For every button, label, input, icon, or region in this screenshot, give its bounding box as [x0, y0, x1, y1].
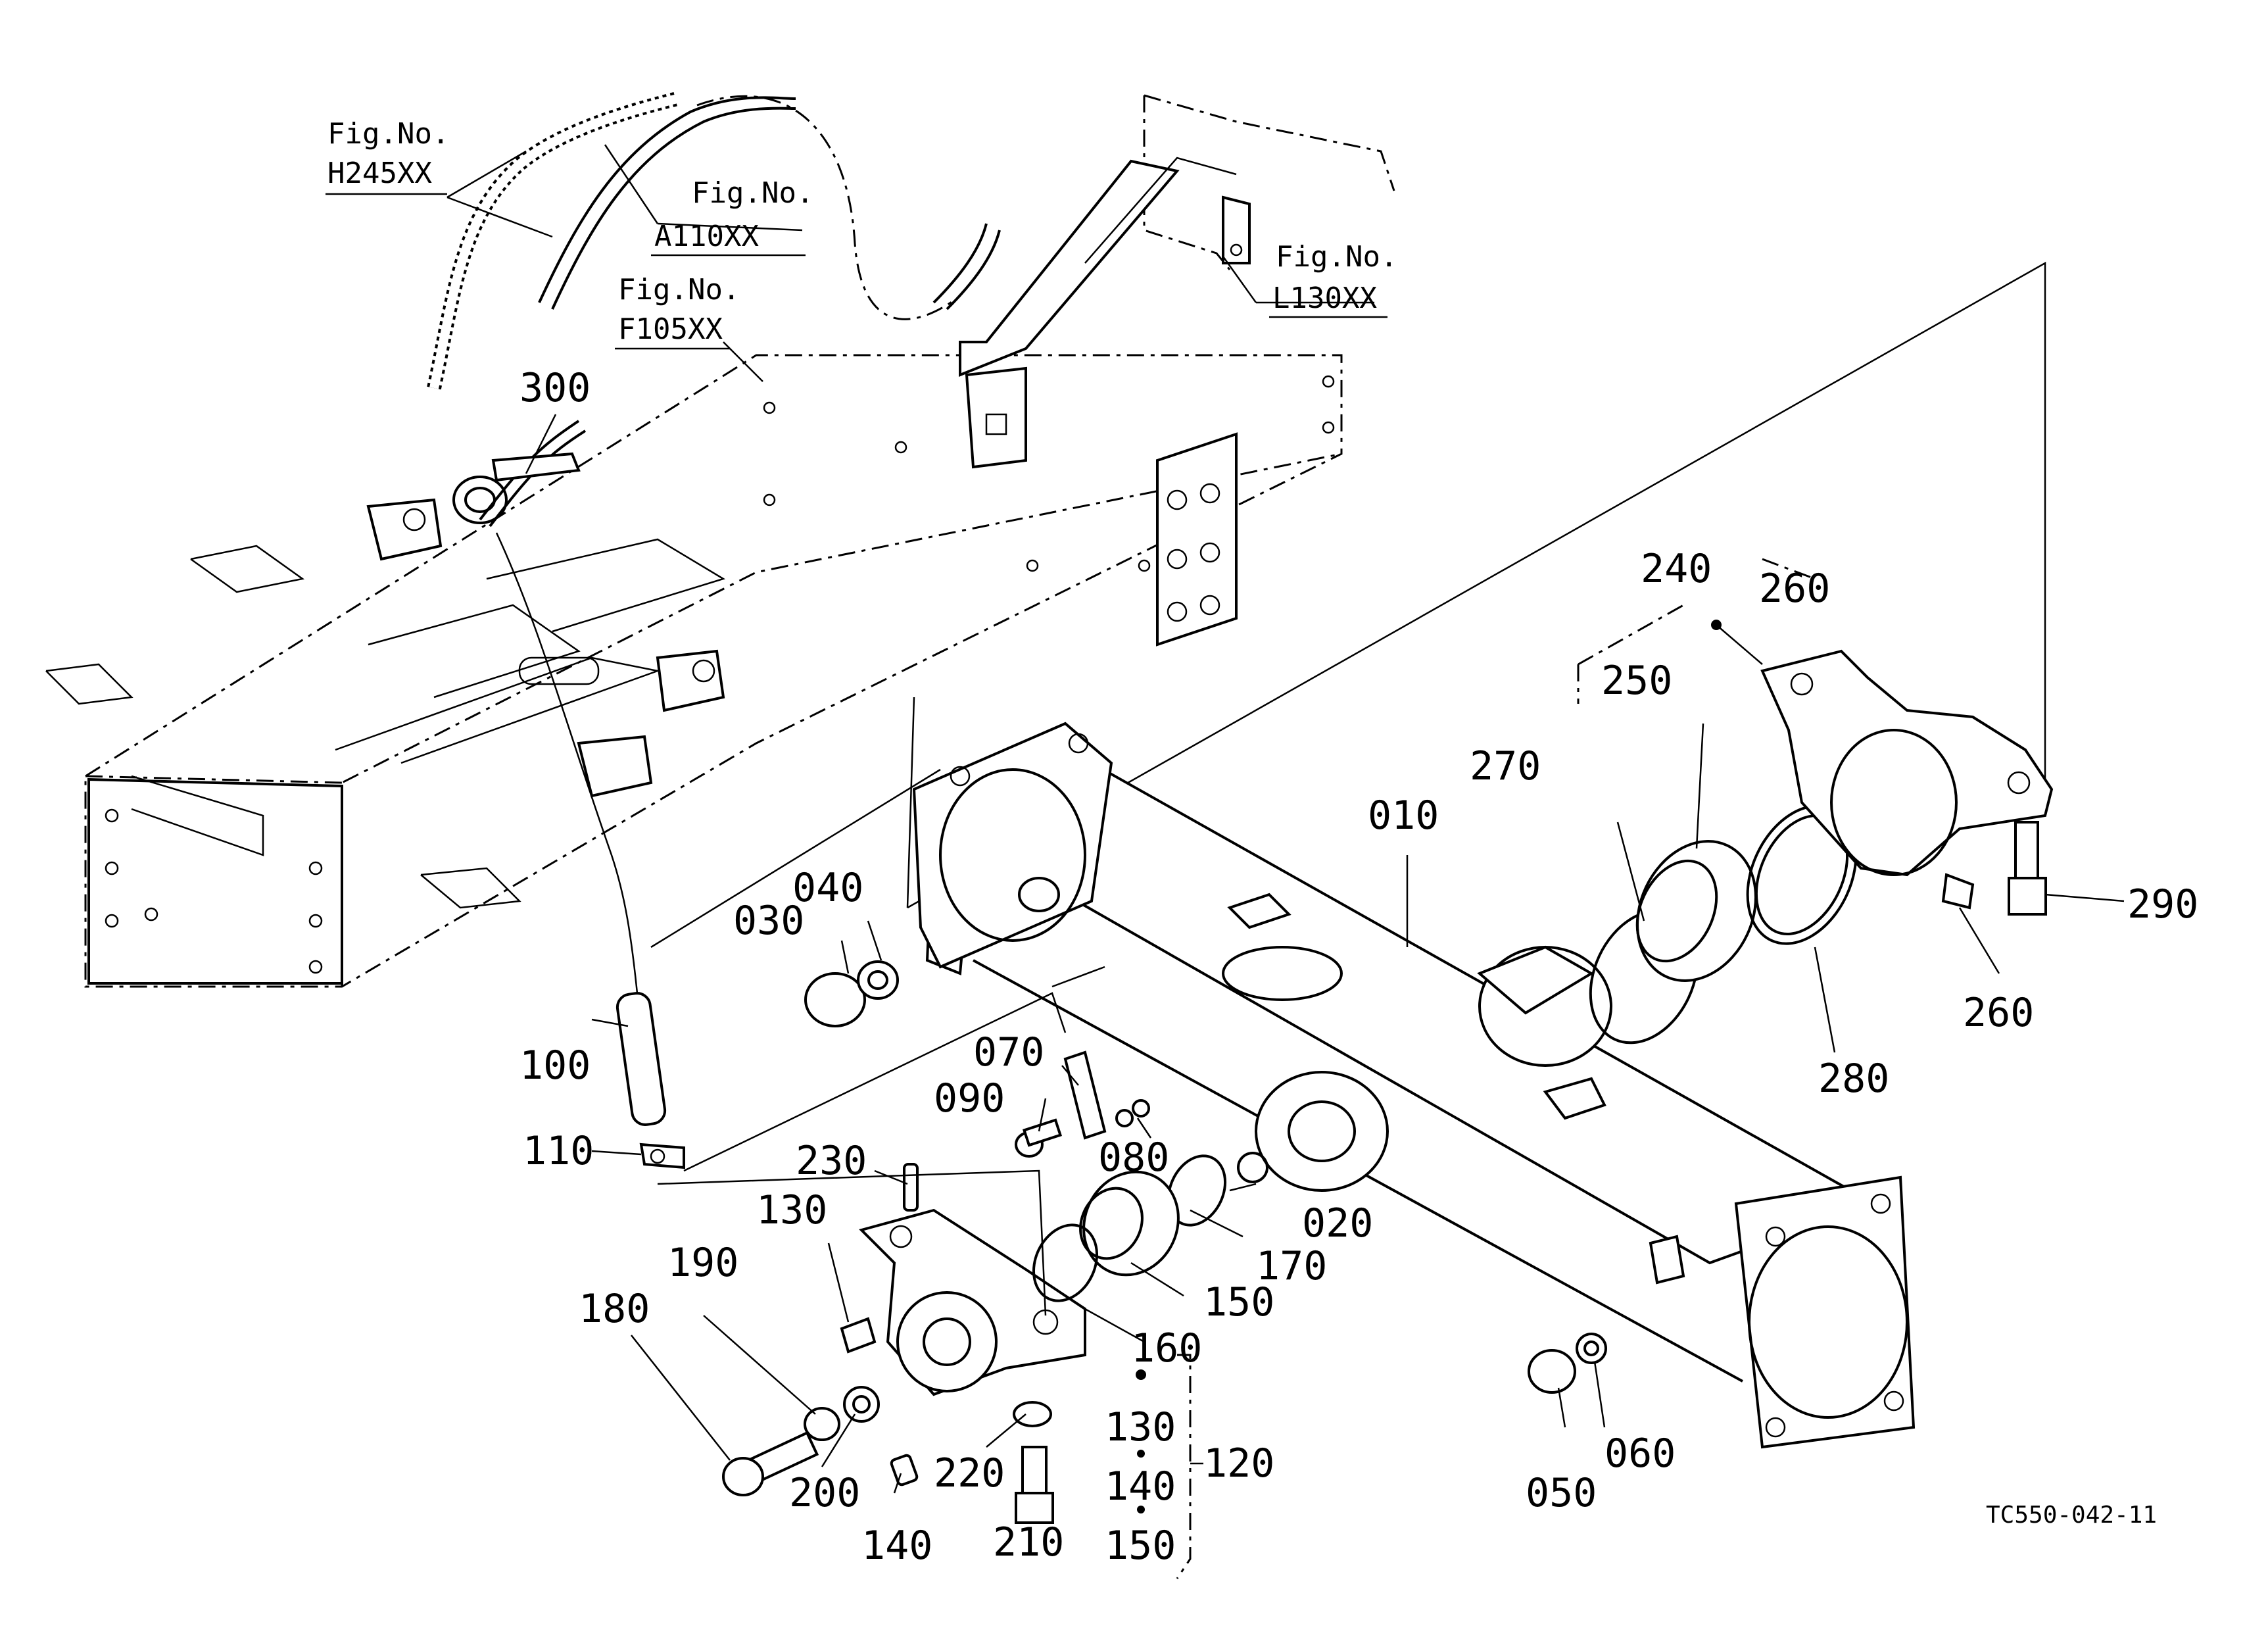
part-label-230: 230 — [796, 1138, 867, 1184]
part-label-260-top: 260 — [1759, 566, 1830, 612]
part-label-150: 150 — [1203, 1279, 1274, 1325]
part-label-150-group: 150 — [1105, 1523, 1176, 1569]
part-label-240: 240 — [1641, 546, 1712, 592]
part-label-140-left: 140 — [861, 1523, 932, 1569]
frame-drawing — [45, 354, 1343, 988]
part-label-300: 300 — [519, 365, 591, 411]
part-label-280: 280 — [1818, 1056, 1889, 1102]
part-label-070: 070 — [973, 1029, 1044, 1075]
part-label-130-left: 130 — [756, 1187, 827, 1233]
hose-drawing — [427, 91, 1001, 1000]
fig-ref-f105-code: F105XX — [618, 312, 723, 346]
part-label-020: 020 — [1302, 1200, 1373, 1246]
part-label-010: 010 — [1368, 793, 1439, 839]
fig-ref-f105-prefix: Fig.No. — [618, 273, 740, 307]
part-label-260-bottom: 260 — [1963, 990, 2034, 1036]
part-label-060: 060 — [1604, 1431, 1676, 1477]
drawing-code: TC550-042-11 — [1986, 1502, 2157, 1529]
part-label-210: 210 — [993, 1519, 1064, 1565]
fig-ref-a110-prefix: Fig.No. — [692, 176, 813, 210]
part-label-080: 080 — [1098, 1135, 1169, 1181]
part-label-040: 040 — [792, 865, 863, 911]
front-support-drawing — [657, 1163, 1086, 1396]
part-label-050: 050 — [1526, 1470, 1597, 1516]
fig-ref-h245-code: H245XX — [327, 157, 432, 190]
leader-lines — [446, 144, 2125, 1579]
part-label-250: 250 — [1601, 658, 1672, 704]
dot-markers — [1136, 620, 1722, 1380]
fig-ref-l130-prefix: Fig.No. — [1276, 240, 1397, 274]
part-label-200: 200 — [789, 1470, 860, 1516]
part-label-160: 160 — [1131, 1325, 1202, 1371]
part-label-220: 220 — [934, 1450, 1005, 1496]
part-label-120: 120 — [1203, 1440, 1274, 1487]
sleeve-drawing — [615, 768, 1067, 1172]
fig-ref-l130-code: L130XX — [1272, 282, 1377, 315]
part-label-270: 270 — [1470, 743, 1541, 789]
part-label-090: 090 — [934, 1075, 1005, 1121]
part-labels: 300 010 020 030 040 050 060 070 080 090 … — [519, 365, 2198, 1569]
fig-ref-a110-code: A110XX — [654, 220, 759, 253]
part-label-110: 110 — [523, 1128, 594, 1174]
axle-housing-drawing — [906, 261, 2046, 1449]
fig-ref-f105: Fig.No. F105XX — [615, 273, 740, 350]
bracket-l130-drawing — [959, 94, 1395, 469]
part-label-180: 180 — [579, 1286, 650, 1332]
part-label-130-group: 130 — [1105, 1404, 1176, 1450]
part-label-140-group: 140 — [1105, 1463, 1176, 1510]
part-label-030: 030 — [733, 898, 804, 944]
small-parts-drawing — [722, 649, 2054, 1524]
fig-ref-a110: Fig.No. A110XX — [651, 176, 813, 257]
fig-ref-l130: Fig.No. L130XX — [1269, 240, 1397, 318]
part-label-170: 170 — [1256, 1243, 1327, 1289]
part-label-190: 190 — [667, 1240, 738, 1286]
fig-ref-h245-prefix: Fig.No. — [327, 117, 449, 151]
part-label-100: 100 — [519, 1043, 591, 1089]
fig-ref-h245: Fig.No. H245XX — [326, 117, 449, 195]
part-label-290: 290 — [2127, 881, 2198, 927]
